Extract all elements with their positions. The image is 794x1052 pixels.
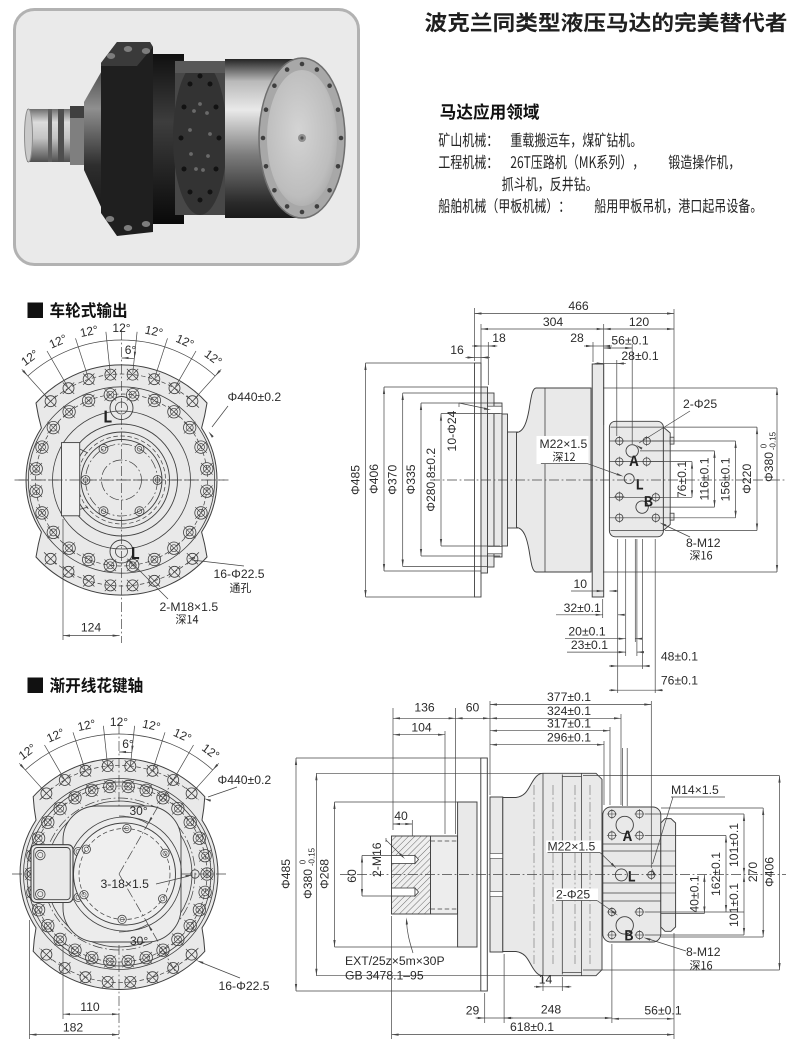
svg-text:101±0.1: 101±0.1 — [727, 883, 741, 927]
svg-text:120: 120 — [629, 315, 650, 329]
svg-text:12°: 12° — [47, 331, 69, 351]
svg-text:136: 136 — [414, 701, 435, 715]
svg-text:GB 3478.1–95: GB 3478.1–95 — [345, 969, 424, 983]
svg-text:101±0.1: 101±0.1 — [727, 823, 741, 867]
svg-text:12°: 12° — [112, 321, 130, 335]
svg-text:16: 16 — [450, 343, 464, 357]
svg-text:104: 104 — [411, 721, 432, 735]
svg-text:12°: 12° — [44, 725, 66, 745]
svg-text:28: 28 — [570, 331, 584, 345]
svg-text:12°: 12° — [76, 717, 97, 735]
svg-text:Φ406: Φ406 — [763, 857, 777, 887]
svg-text:Φ380: Φ380 — [301, 869, 315, 899]
svg-text:8-M12: 8-M12 — [686, 536, 721, 550]
svg-text:2-M16: 2-M16 — [370, 842, 384, 877]
svg-text:60: 60 — [345, 869, 359, 883]
svg-text:156±0.1: 156±0.1 — [719, 457, 733, 501]
svg-text:EXT/25z×5m×30P: EXT/25z×5m×30P — [345, 954, 445, 968]
svg-text:Φ335: Φ335 — [404, 464, 418, 494]
svg-text:-0.15: -0.15 — [308, 847, 317, 866]
svg-text:116±0.1: 116±0.1 — [698, 457, 712, 500]
svg-text:2-M18×1.5: 2-M18×1.5 — [160, 600, 219, 614]
svg-text:466: 466 — [568, 299, 589, 313]
svg-text:16-Φ22.5: 16-Φ22.5 — [219, 979, 270, 993]
svg-text:16-Φ22.5: 16-Φ22.5 — [214, 567, 265, 581]
svg-text:Φ370: Φ370 — [386, 465, 400, 495]
svg-text:182: 182 — [63, 1021, 84, 1035]
svg-text:324±0.1: 324±0.1 — [547, 704, 591, 718]
svg-text:110: 110 — [80, 1000, 100, 1014]
svg-text:10: 10 — [573, 577, 587, 591]
svg-text:29: 29 — [466, 1004, 480, 1018]
svg-text:56±0.1: 56±0.1 — [644, 1004, 681, 1018]
svg-text:48±0.1: 48±0.1 — [661, 650, 698, 664]
svg-text:Φ220: Φ220 — [740, 464, 754, 494]
svg-text:2-Φ25: 2-Φ25 — [556, 888, 590, 902]
svg-text:6°: 6° — [122, 737, 134, 751]
svg-text:3-18×1.5: 3-18×1.5 — [101, 877, 150, 891]
svg-text:30°: 30° — [130, 934, 148, 948]
svg-text:0: 0 — [760, 443, 769, 448]
svg-text:377±0.1: 377±0.1 — [547, 690, 591, 704]
svg-text:162±0.1: 162±0.1 — [709, 852, 723, 896]
svg-text:Φ485: Φ485 — [279, 859, 293, 889]
svg-text:30°: 30° — [130, 804, 148, 818]
svg-text:28±0.1: 28±0.1 — [621, 349, 658, 363]
svg-text:32±0.1: 32±0.1 — [564, 601, 601, 615]
svg-text:Φ268: Φ268 — [318, 859, 332, 889]
svg-text:296±0.1: 296±0.1 — [547, 731, 591, 745]
svg-text:12°: 12° — [110, 715, 128, 729]
svg-text:14: 14 — [539, 973, 553, 987]
svg-text:M22×1.5: M22×1.5 — [548, 840, 596, 854]
svg-text:12°: 12° — [174, 331, 196, 351]
svg-text:12°: 12° — [144, 323, 165, 341]
svg-text:M14×1.5: M14×1.5 — [671, 783, 719, 797]
svg-text:304: 304 — [543, 315, 564, 329]
svg-text:Φ440±0.2: Φ440±0.2 — [218, 773, 272, 787]
svg-text:10-Φ24: 10-Φ24 — [445, 410, 459, 451]
svg-text:12°: 12° — [141, 717, 162, 735]
svg-text:76±0.1: 76±0.1 — [675, 461, 689, 498]
svg-text:Φ440±0.2: Φ440±0.2 — [228, 390, 282, 404]
svg-text:0: 0 — [299, 859, 308, 864]
svg-text:Φ280.8±0.2: Φ280.8±0.2 — [424, 448, 438, 512]
svg-text:618±0.1: 618±0.1 — [510, 1020, 554, 1034]
svg-text:20±0.1: 20±0.1 — [568, 625, 605, 639]
svg-text:40±0.1: 40±0.1 — [688, 875, 702, 912]
svg-text:2-Φ25: 2-Φ25 — [683, 397, 717, 411]
svg-text:Φ380: Φ380 — [762, 452, 776, 482]
svg-text:Φ485: Φ485 — [349, 465, 363, 495]
svg-text:23±0.1: 23±0.1 — [571, 638, 608, 652]
svg-text:18: 18 — [492, 331, 506, 345]
svg-text:8-M12: 8-M12 — [686, 945, 721, 959]
svg-text:-0.15: -0.15 — [769, 431, 778, 450]
svg-text:Φ406: Φ406 — [367, 464, 381, 494]
svg-text:M22×1.5: M22×1.5 — [540, 437, 588, 451]
svg-text:248: 248 — [541, 1003, 562, 1017]
svg-text:56±0.1: 56±0.1 — [611, 334, 648, 348]
svg-text:12°: 12° — [171, 725, 193, 745]
svg-text:40: 40 — [394, 809, 408, 823]
svg-text:317±0.1: 317±0.1 — [547, 717, 591, 731]
svg-text:6°: 6° — [125, 343, 137, 357]
svg-text:60: 60 — [466, 701, 480, 715]
svg-text:124: 124 — [81, 621, 102, 635]
svg-text:270: 270 — [746, 862, 760, 883]
svg-text:76±0.1: 76±0.1 — [661, 674, 698, 688]
svg-text:12°: 12° — [79, 323, 100, 341]
